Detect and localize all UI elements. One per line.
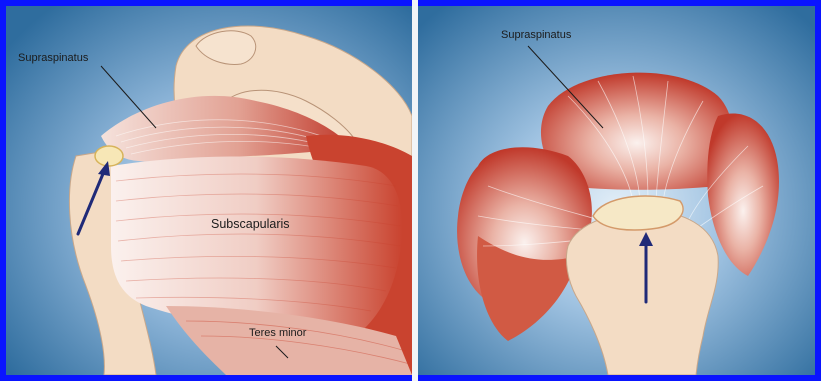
left-illustration-panel: Supraspinatus Subscapularis Teres minor (6, 6, 412, 375)
label-teres-minor: Teres minor (249, 327, 307, 339)
tendon-insertion-site (95, 146, 123, 166)
right-shoulder-illustration: Supraspinatus (418, 6, 815, 375)
right-illustration-panel: Supraspinatus (418, 6, 815, 375)
left-shoulder-illustration: Supraspinatus Subscapularis Teres minor (6, 6, 412, 375)
label-supraspinatus: Supraspinatus (501, 29, 572, 41)
label-supraspinatus: Supraspinatus (18, 52, 89, 64)
label-subscapularis: Subscapularis (211, 217, 290, 231)
